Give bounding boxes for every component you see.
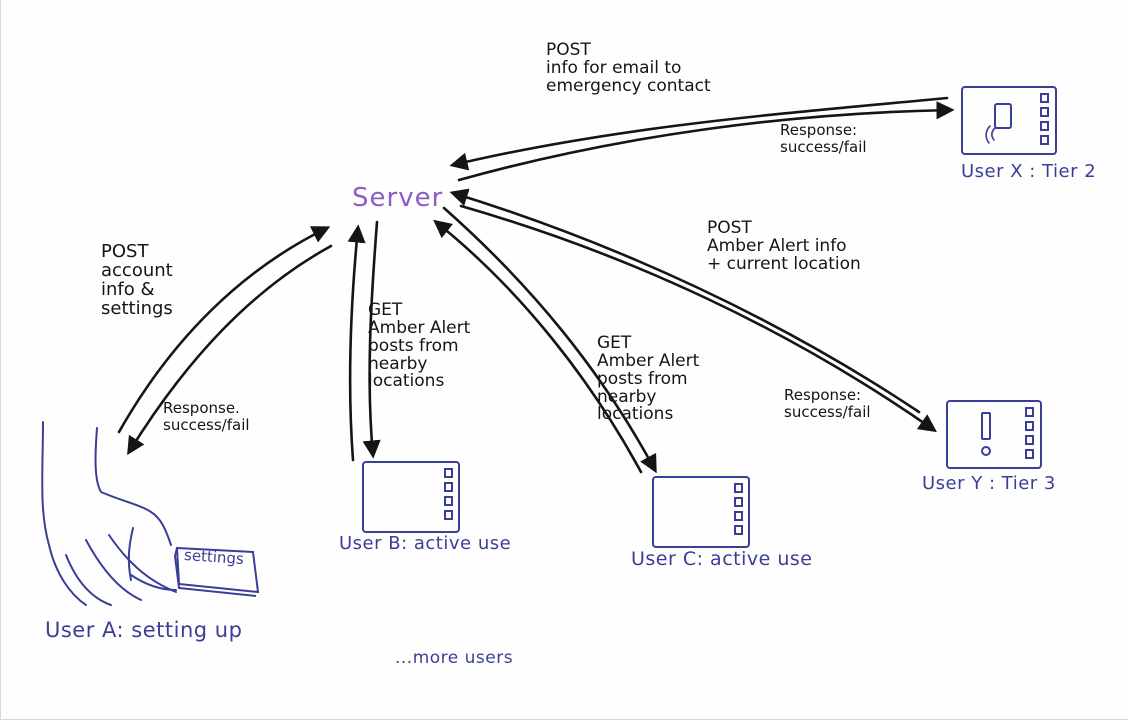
hand-icon [41, 421, 177, 606]
arrow-a-to-server [117, 226, 331, 434]
settings-device [173, 546, 260, 597]
user-x-request-label: POST info for email to emergency contact [546, 40, 711, 96]
arrow-server-to-c [442, 206, 657, 474]
server-label: Server [352, 183, 444, 213]
arrow-server-to-b [362, 220, 381, 459]
arrow-y-to-server [449, 188, 921, 414]
arrow-server-to-x [457, 101, 955, 182]
user-y-request-label: POST Amber Alert info + current location [707, 218, 861, 274]
user-x-label: User X : Tier 2 [961, 161, 1097, 182]
user-b-label: User B: active use [339, 533, 512, 554]
user-a-response-label: Response. success/fail [163, 399, 250, 435]
user-x-response-label: Response: success/fail [780, 121, 867, 157]
user-a-request-label: POST account info & settings [101, 241, 173, 319]
arrow-x-to-server [449, 96, 949, 171]
user-b-request-label: GET Amber Alert posts from nearby locati… [368, 300, 471, 392]
user-y-label: User Y : Tier 3 [922, 473, 1056, 494]
alert-exclamation-icon [981, 412, 991, 456]
user-a-label: User A: setting up [45, 618, 243, 642]
phone-device-icon [994, 103, 1012, 129]
user-c-request-label: GET Amber Alert posts from nearby locati… [597, 333, 700, 425]
arrow-server-to-y [459, 204, 937, 433]
user-c-label: User C: active use [631, 548, 813, 570]
vibrate-icon [985, 125, 996, 144]
device-user-x [961, 86, 1057, 155]
user-y-response-label: Response: success/fail [784, 386, 871, 422]
arrow-c-to-server [433, 219, 643, 474]
device-user-y [946, 400, 1042, 469]
device-user-c [652, 476, 750, 548]
device-user-b [362, 461, 460, 533]
more-users-label: ...more users [395, 648, 514, 668]
arrow-b-to-server [347, 224, 366, 462]
arrow-server-to-a [127, 244, 333, 456]
